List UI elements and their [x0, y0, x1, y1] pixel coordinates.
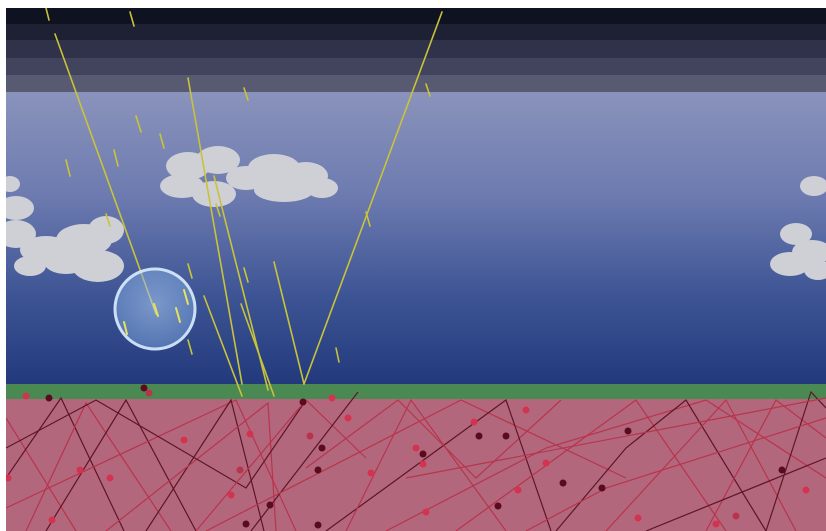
greenhouse-simulation-scene[interactable] [6, 8, 826, 531]
cloud-right [770, 176, 826, 280]
cloud-icon [6, 146, 826, 282]
cloud-center [160, 146, 338, 207]
cloud-left [6, 176, 124, 282]
sky-band-1 [6, 24, 826, 40]
ground-strip [6, 384, 826, 399]
sky-band-top [6, 8, 826, 24]
ray-line-icon [45, 8, 443, 397]
infrared-reflection-lines [6, 390, 826, 531]
circle-bubble-icon[interactable] [113, 267, 197, 351]
sky-band-2 [6, 40, 826, 58]
sky-band-3 [6, 58, 826, 75]
molecule-dots [6, 384, 810, 529]
